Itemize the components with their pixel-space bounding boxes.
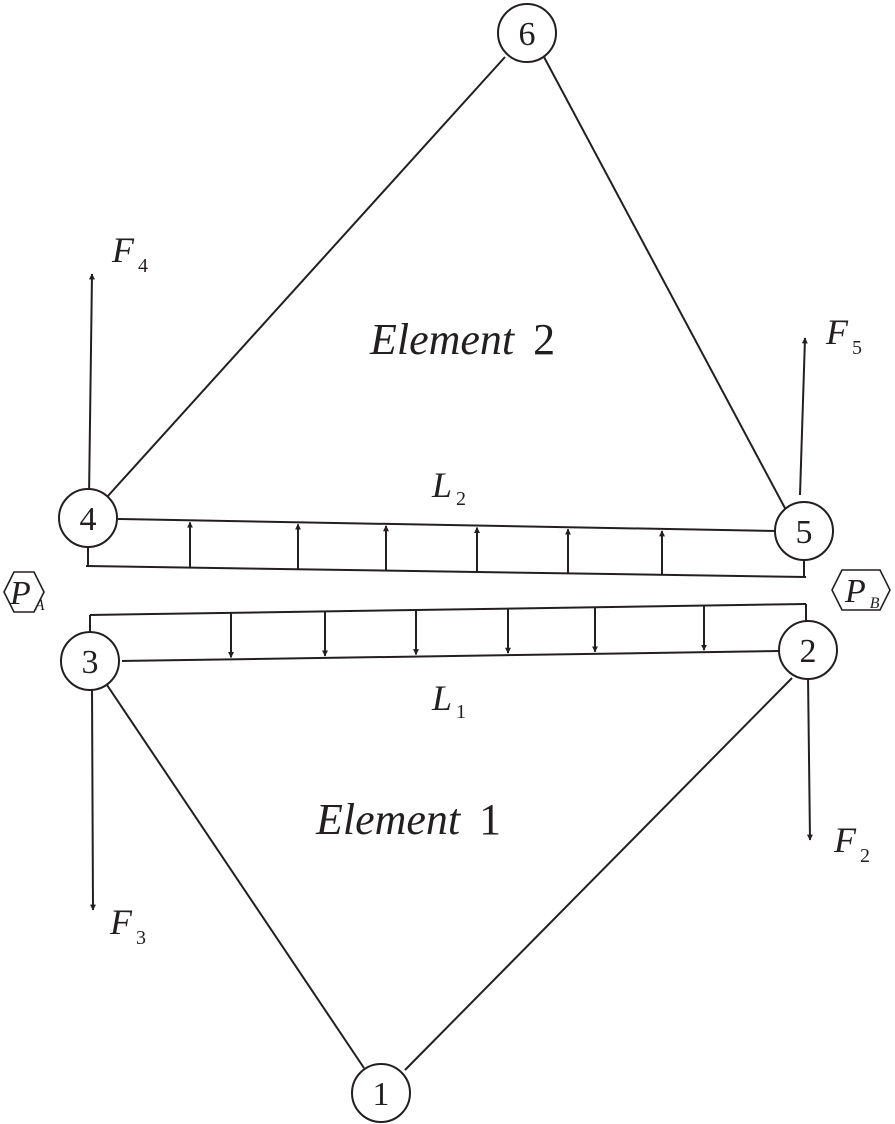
element-2-number: 2 xyxy=(533,315,555,364)
edge-3-1 xyxy=(106,684,365,1069)
element-2-label: Element 2 xyxy=(369,315,555,364)
node-6: 6 xyxy=(497,3,557,63)
element-1-label: Element 1 xyxy=(315,795,501,844)
force-f5-main: F xyxy=(825,312,849,352)
element-1-number: 1 xyxy=(479,795,501,844)
distributed-load-up xyxy=(85,519,807,577)
force-f4-sub: 4 xyxy=(138,255,148,277)
force-label-f3: F 3 xyxy=(109,902,146,949)
load-baseline-element2 xyxy=(85,565,807,578)
pressure-point-pb: P B xyxy=(831,569,891,612)
element-2-word: Element xyxy=(369,315,516,364)
length-l2-main: L xyxy=(431,465,452,505)
length-label-l2: L 2 xyxy=(431,465,466,510)
svg-text:P B: P B xyxy=(844,573,880,612)
force-arrow-f3 xyxy=(89,687,96,911)
edge-3-2 xyxy=(121,650,781,662)
force-f3-main: F xyxy=(109,902,133,942)
load-baseline-element1 xyxy=(89,603,807,616)
force-label-f2: F 2 xyxy=(833,820,870,867)
node-6-label: 6 xyxy=(519,16,536,53)
pressure-pa-sub: A xyxy=(34,597,45,614)
edge-1-2 xyxy=(404,677,793,1071)
force-arrow-f4 xyxy=(88,273,95,498)
element-1-word: Element xyxy=(315,795,462,844)
force-f5-sub: 5 xyxy=(852,337,862,359)
node-4-label: 4 xyxy=(80,501,97,538)
force-f2-main: F xyxy=(833,820,857,860)
node-1: 1 xyxy=(351,1063,411,1123)
node-2: 2 xyxy=(778,620,838,680)
svg-text:P A: P A xyxy=(9,575,45,614)
pressure-pa-main: P xyxy=(9,575,31,612)
node-3-label: 3 xyxy=(82,644,99,681)
pressure-pb-sub: B xyxy=(870,595,880,612)
edge-4-5 xyxy=(117,518,777,532)
node-5: 5 xyxy=(774,501,834,561)
node-3: 3 xyxy=(60,631,120,691)
force-f4-main: F xyxy=(111,230,135,270)
force-label-f5: F 5 xyxy=(825,312,862,359)
distributed-load-down xyxy=(87,604,809,661)
node-2-label: 2 xyxy=(800,633,817,670)
pressure-point-pa: P A xyxy=(3,571,45,614)
force-f3-sub: 3 xyxy=(136,927,146,949)
edge-6-5 xyxy=(543,56,787,511)
force-f2-sub: 2 xyxy=(860,845,870,867)
force-arrow-f2 xyxy=(806,674,813,841)
node-1-label: 1 xyxy=(373,1076,390,1113)
length-label-l1: L 1 xyxy=(431,678,466,723)
node-5-label: 5 xyxy=(796,514,813,551)
node-4: 4 xyxy=(58,488,118,548)
force-arrow-f5 xyxy=(799,337,808,496)
pressure-pb-main: P xyxy=(844,573,866,610)
length-l2-sub: 2 xyxy=(456,488,466,510)
edge-4-6 xyxy=(106,56,506,498)
length-l1-main: L xyxy=(431,678,452,718)
force-label-f4: F 4 xyxy=(111,230,148,277)
length-l1-sub: 1 xyxy=(456,701,466,723)
